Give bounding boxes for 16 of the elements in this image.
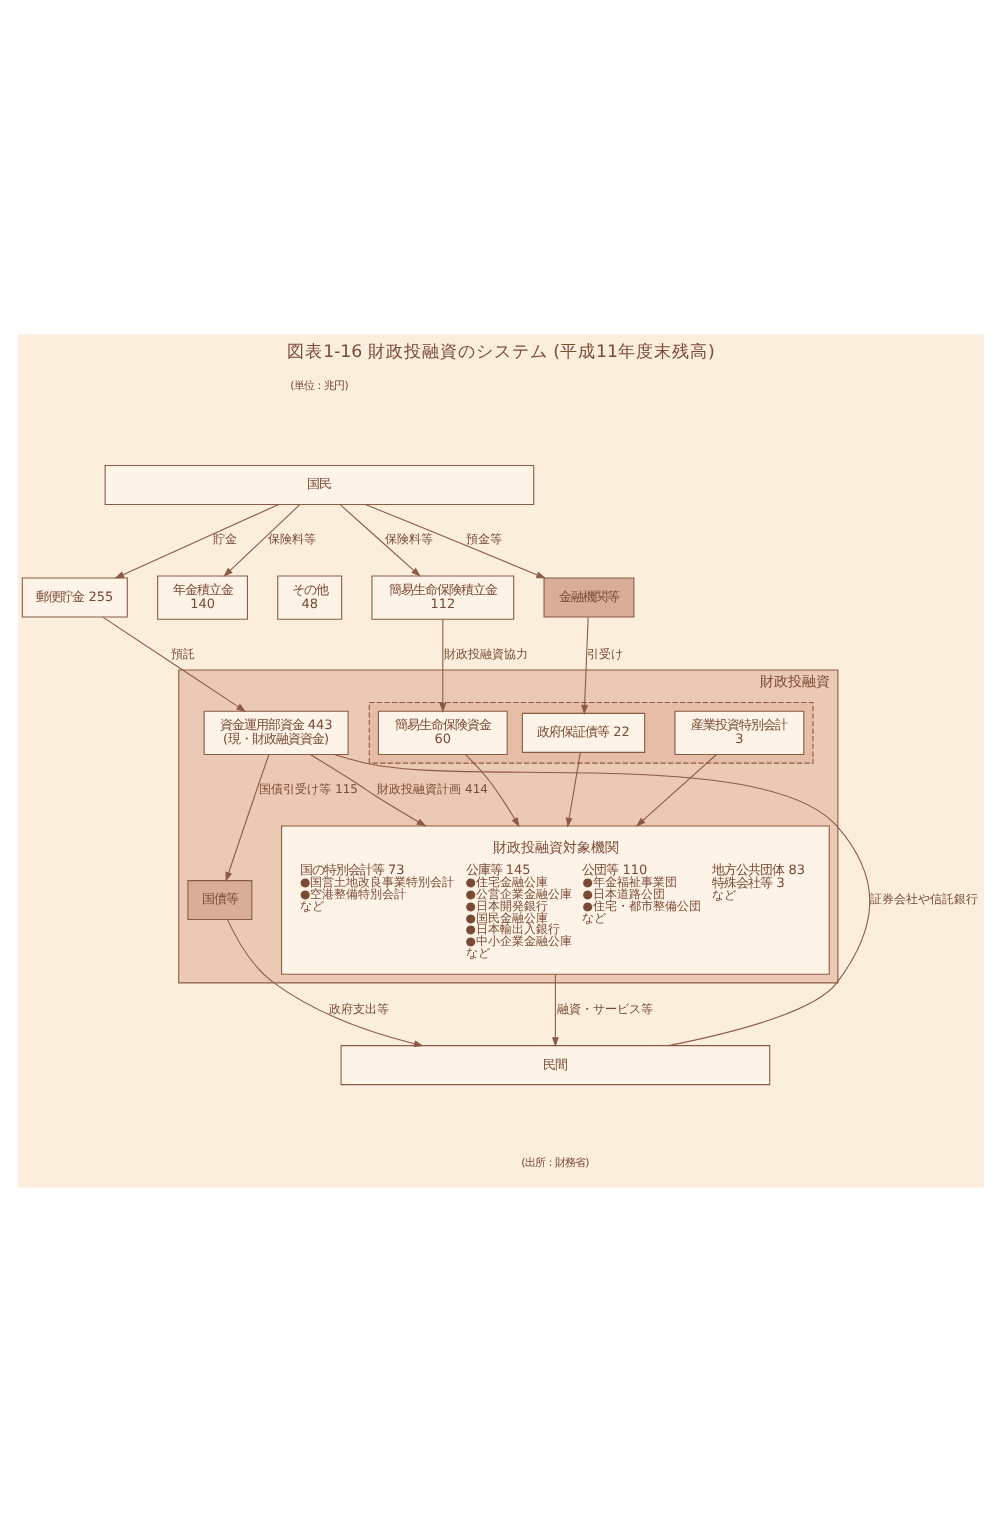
arrow: [309, 754, 426, 827]
arrow: [550, 974, 558, 1048]
connector: [332, 754, 870, 1047]
arrow: [224, 754, 269, 882]
arrow: [564, 752, 580, 828]
diagram-title: 図表1-16 財政投融資のシステム (平成11年度末残高): [286, 343, 714, 364]
arrow: [101, 616, 246, 712]
arrow: [580, 616, 588, 715]
arrow: [338, 504, 420, 577]
arrow: [463, 754, 519, 828]
arrow: [222, 504, 300, 577]
arrow: [226, 919, 423, 1048]
arrow: [363, 504, 546, 579]
arrow: [634, 754, 716, 827]
arrow: [438, 618, 446, 713]
arrow: [113, 504, 279, 579]
